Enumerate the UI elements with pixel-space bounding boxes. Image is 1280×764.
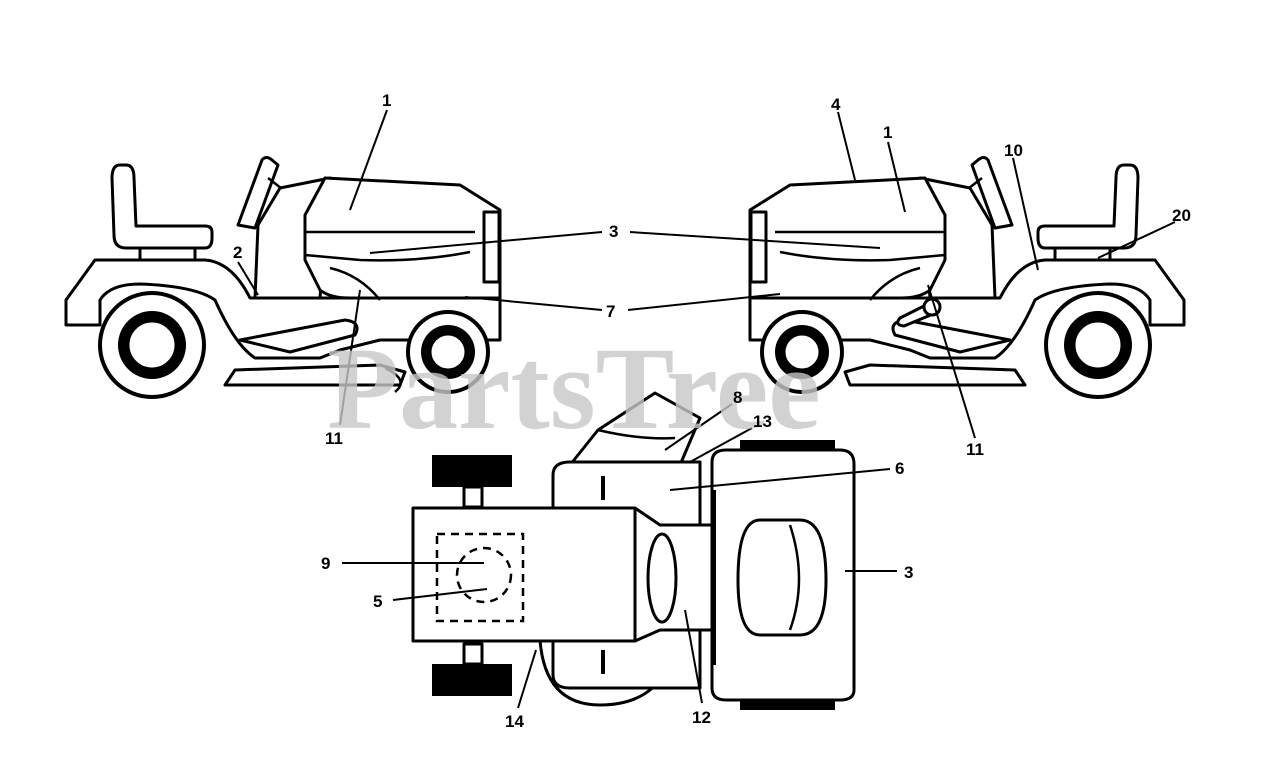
callout-8: 8 xyxy=(733,388,742,407)
callout-10: 10 xyxy=(1004,141,1023,160)
callout-11-right: 11 xyxy=(966,440,984,459)
callout-3-center: 3 xyxy=(609,222,618,241)
callout-4: 4 xyxy=(831,95,841,114)
callout-13: 13 xyxy=(753,412,772,431)
callout-labels: 1 2 3 7 11 4 1 10 20 11 8 13 6 9 5 3 14 … xyxy=(233,91,1191,731)
callout-9: 9 xyxy=(321,554,330,573)
watermark: PartsTree xyxy=(327,323,821,454)
callout-6: 6 xyxy=(895,459,904,478)
callout-3-right: 3 xyxy=(904,563,913,582)
leader-lines xyxy=(237,109,1176,709)
right-side-view-tractor xyxy=(748,156,1186,399)
callout-1-right: 1 xyxy=(883,123,892,142)
callout-2: 2 xyxy=(233,243,242,262)
callout-7-center: 7 xyxy=(606,302,615,321)
top-view-tractor xyxy=(411,391,856,710)
callout-11-left: 11 xyxy=(325,429,343,448)
callout-5: 5 xyxy=(373,592,382,611)
left-side-view-tractor xyxy=(64,156,502,399)
callout-20: 20 xyxy=(1172,206,1191,225)
callout-1-left: 1 xyxy=(382,91,391,110)
callout-12: 12 xyxy=(692,708,711,727)
callout-14: 14 xyxy=(505,712,524,731)
